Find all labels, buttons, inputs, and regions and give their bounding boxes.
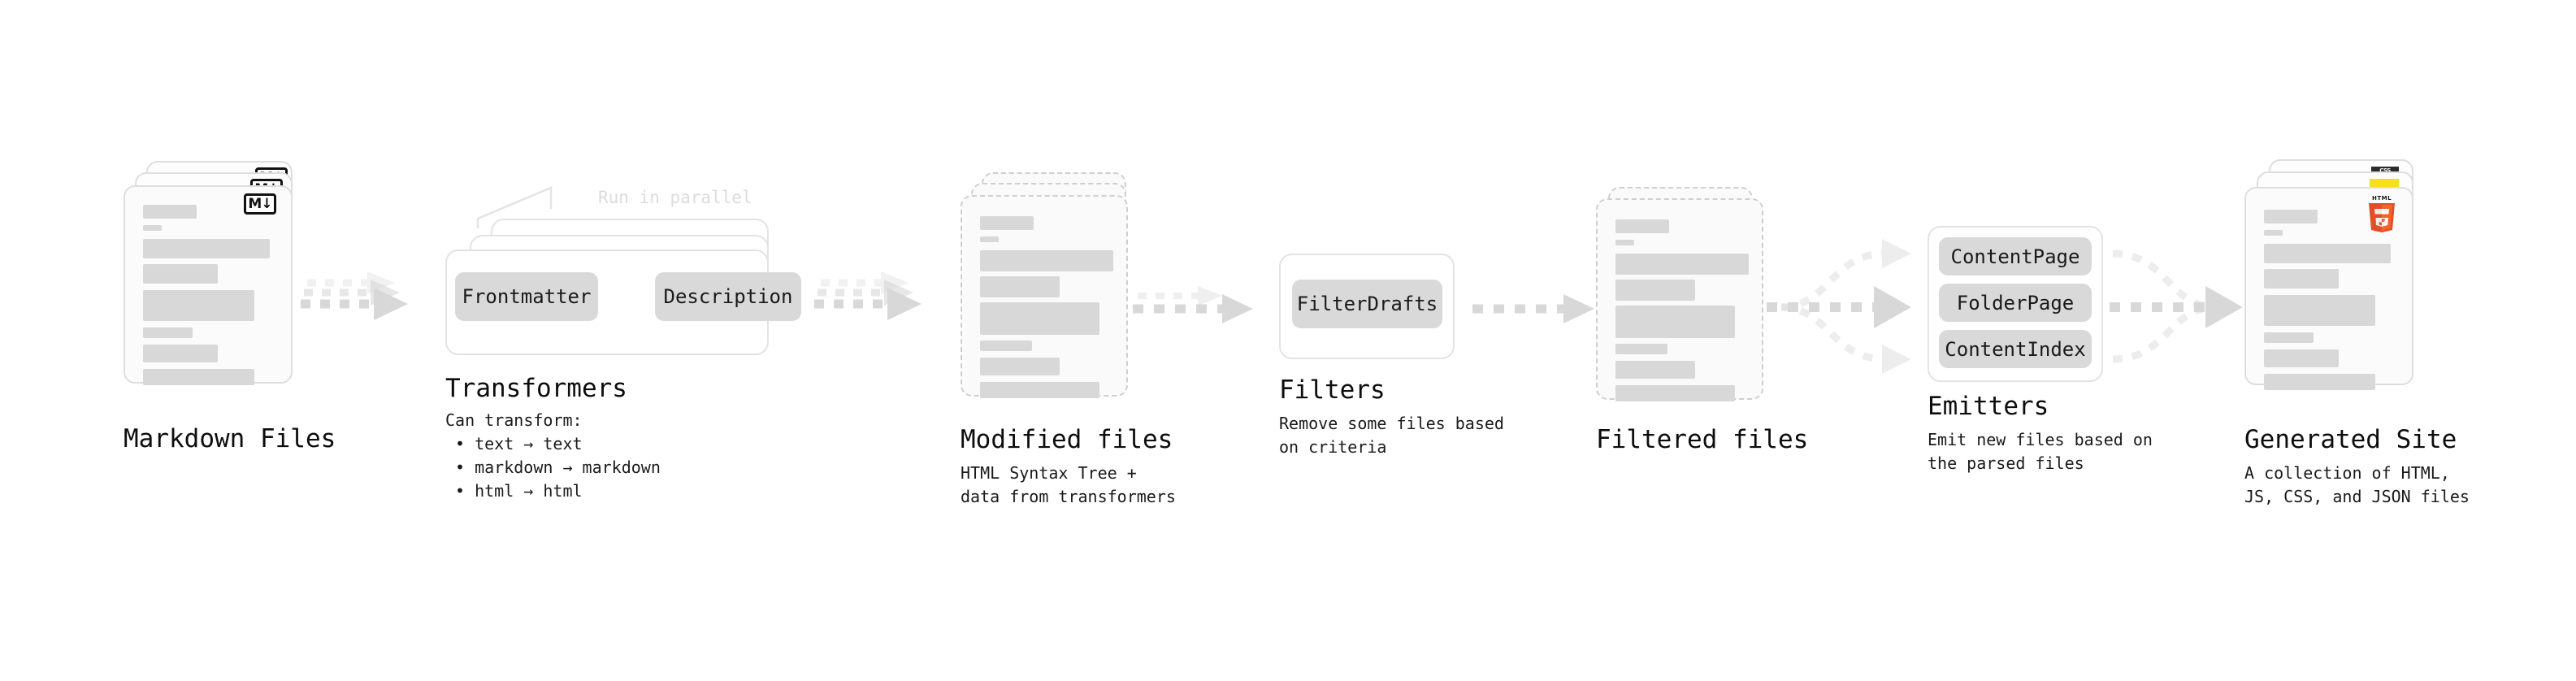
content-bar <box>980 276 1060 297</box>
stage-title-markdown-files: Markdown Files <box>124 424 336 453</box>
content-bar <box>1615 219 1669 233</box>
content-bar <box>980 340 1032 351</box>
content-bar <box>2264 269 2339 288</box>
content-bar <box>2264 374 2375 390</box>
content-bar <box>2264 349 2339 367</box>
content-bar <box>1615 280 1695 301</box>
content-bar <box>980 358 1060 375</box>
transformer-pill-description[interactable]: Description <box>655 272 801 321</box>
stage-title-transformers: Transformers <box>445 374 627 403</box>
emitter-pill-folderpage[interactable]: FolderPage <box>1939 284 2092 322</box>
conn-emitters-generated <box>2110 249 2243 363</box>
stage-subtitle-generated-site: A collection of HTML, JS, CSS, and JSON … <box>2244 463 2470 506</box>
transformer-pill-frontmatter[interactable]: Frontmatter <box>455 272 598 321</box>
transformer-bullet-1: • markdown → markdown <box>455 458 661 477</box>
content-bar <box>2264 295 2375 326</box>
markdown-card-stack: M↓ M↓ M↓ <box>124 161 310 421</box>
generated-card-stack: CSS HTML <box>2244 159 2439 427</box>
content-bar <box>143 345 218 362</box>
content-bar <box>2264 230 2283 236</box>
filtered-card-front <box>1596 198 1763 401</box>
content-bar <box>143 290 254 321</box>
stage-title-generated-site: Generated Site <box>2244 425 2457 454</box>
content-bar <box>980 302 1099 335</box>
stage-title-filters: Filters <box>1279 375 1386 405</box>
conn-filtered-emitters <box>1767 239 1911 374</box>
emitter-pill-label: ContentPage <box>1950 245 2080 268</box>
content-bar <box>2264 210 2318 223</box>
content-bar <box>143 239 270 258</box>
modified-card-front <box>961 195 1128 398</box>
modified-card-stack <box>961 172 1147 432</box>
content-bar <box>1615 240 1634 245</box>
markdown-badge-front: M↓ <box>244 193 276 215</box>
transformer-pill-label: Description <box>663 285 793 308</box>
stage-subtitle-filters: Remove some files based on criteria <box>1279 414 1504 457</box>
filter-pill-label: FilterDrafts <box>1296 293 1438 315</box>
content-bar <box>980 216 1034 230</box>
conn-filters-filtered <box>1472 294 1594 323</box>
conn-modified-filters <box>1133 286 1253 323</box>
content-bar <box>2264 244 2391 263</box>
stage-title-emitters: Emitters <box>1928 392 2049 421</box>
emitter-pill-contentpage[interactable]: ContentPage <box>1939 237 2092 275</box>
markdown-card-front <box>124 185 293 385</box>
transformer-bullet-2: • html → html <box>455 481 583 501</box>
stage-subtitle-emitters: Emit new files based on the parsed files <box>1928 430 2153 473</box>
content-bar <box>143 369 254 385</box>
stage-subtitle-transformers: Can transform: <box>445 410 583 430</box>
conn-markdown-transformers <box>301 271 408 320</box>
content-bar <box>1615 254 1749 275</box>
content-bar <box>143 264 218 284</box>
conn-transformers-modified <box>814 271 922 320</box>
content-bar <box>143 225 162 231</box>
stage-generated-site: CSS HTML <box>2244 159 2439 427</box>
svg-text:HTML: HTML <box>2372 195 2392 202</box>
stage-title-modified-files: Modified files <box>961 425 1173 454</box>
content-bar <box>1615 344 1667 354</box>
content-bar <box>980 250 1113 271</box>
html5-icon: HTML <box>2369 195 2395 232</box>
content-bar <box>2264 332 2314 343</box>
transformer-pill-label: Frontmatter <box>462 285 592 308</box>
filter-pill-filterdrafts[interactable]: FilterDrafts <box>1292 280 1442 328</box>
filtered-card-stack <box>1596 187 1783 447</box>
run-in-parallel-bracket <box>476 186 553 228</box>
emitter-pill-label: FolderPage <box>1956 291 2075 314</box>
emitter-pill-label: ContentIndex <box>1945 337 2086 361</box>
content-bar <box>1615 385 1735 401</box>
stage-subtitle-modified-files: HTML Syntax Tree + data from transformer… <box>961 463 1176 506</box>
stage-filtered-files <box>1596 187 1783 447</box>
content-bar <box>980 382 1099 398</box>
content-bar <box>1615 361 1695 379</box>
content-bar <box>143 327 193 338</box>
content-bar <box>143 205 197 219</box>
content-bar <box>980 236 999 242</box>
stage-title-filtered-files: Filtered files <box>1596 425 1809 454</box>
run-in-parallel-label: Run in parallel <box>598 188 752 207</box>
stage-modified-files <box>961 172 1147 432</box>
transformer-bullet-0: • text → text <box>455 434 583 453</box>
emitter-pill-contentindex[interactable]: ContentIndex <box>1939 330 2092 368</box>
content-bar <box>1615 306 1735 338</box>
stage-markdown-files: M↓ M↓ M↓ <box>124 161 310 421</box>
